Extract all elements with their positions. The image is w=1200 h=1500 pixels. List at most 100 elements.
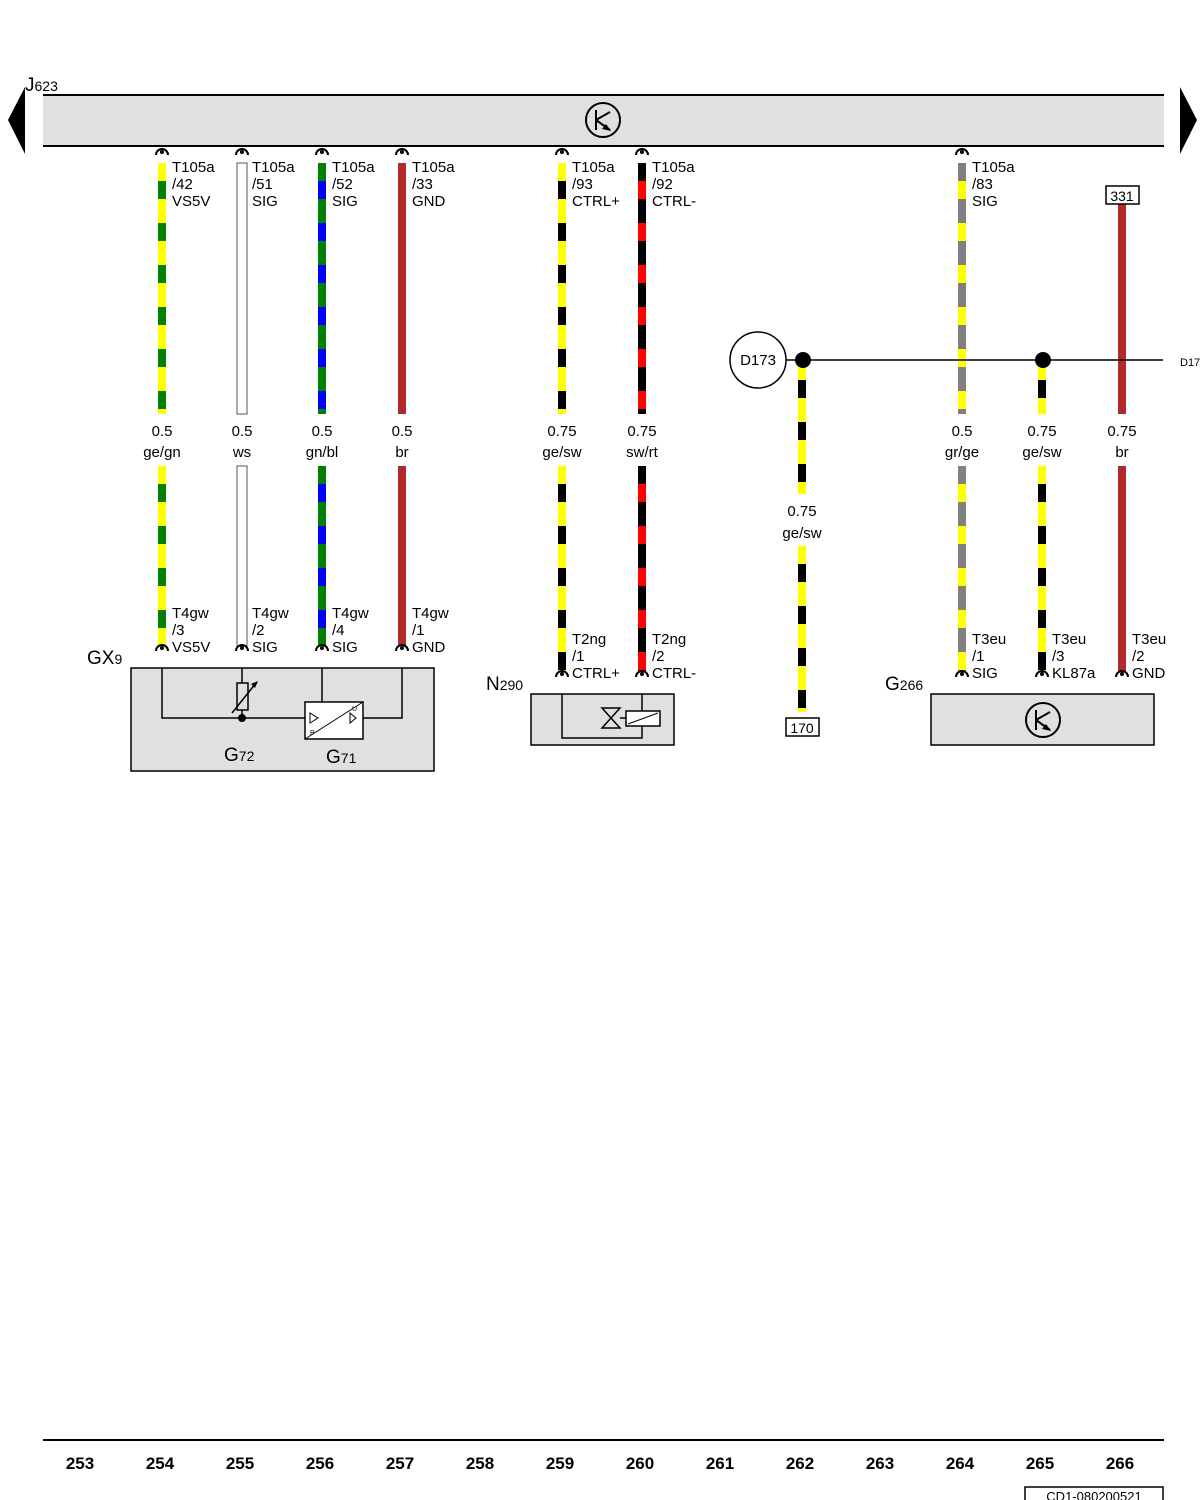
splice-dot	[1035, 352, 1051, 368]
bottom-pin: /4	[332, 622, 345, 639]
top-connector: T105a	[572, 159, 615, 176]
bottom-connector: T4gw	[252, 605, 289, 622]
top-pin: /83	[972, 176, 993, 193]
bottom-pin: /2	[652, 648, 665, 665]
top-pin: /93	[572, 176, 593, 193]
bottom-signal: CTRL+	[572, 665, 620, 682]
wire-gauge: 0.5	[952, 423, 973, 440]
bottom-connector: T4gw	[332, 605, 369, 622]
top-connector: T105a	[172, 159, 215, 176]
wire-gauge: 0.75	[627, 423, 656, 440]
ground-point-continuation-label: D17	[1180, 357, 1200, 369]
column-number: 255	[226, 1454, 254, 1473]
top-signal: VS5V	[172, 193, 210, 210]
pressure-sensor-icon: U P	[304, 701, 364, 740]
svg-text:331: 331	[1110, 188, 1134, 204]
top-pin: /52	[332, 176, 353, 193]
ground-point-label: D173	[740, 352, 776, 369]
bottom-pin: /2	[252, 622, 265, 639]
g266-label: G266	[885, 674, 923, 695]
svg-text:170: 170	[790, 720, 814, 736]
wire-gauge: 0.75	[1027, 423, 1056, 440]
wire-262: 0.75 ge/sw	[782, 362, 822, 712]
column-number: 259	[546, 1454, 574, 1473]
ground-point-d173: D173 D17	[729, 331, 1200, 389]
wire-gauge: 0.75	[1107, 423, 1136, 440]
top-pin: /92	[652, 176, 673, 193]
bottom-connector: T3eu	[1052, 631, 1086, 648]
top-connector: T105a	[652, 159, 695, 176]
transistor-icon	[585, 102, 621, 138]
ecu-j623: J623	[8, 75, 1197, 154]
bottom-signal: GND	[412, 639, 446, 656]
top-pin: /51	[252, 176, 273, 193]
bottom-signal: SIG	[972, 665, 998, 682]
bottom-connector: T3eu	[972, 631, 1006, 648]
component-n290: N290	[486, 674, 675, 746]
svg-text:U: U	[352, 706, 357, 713]
column-number: 262	[786, 1454, 814, 1473]
reference-box-170: 170	[785, 717, 820, 737]
bottom-pin: /1	[972, 648, 985, 665]
column-number: 263	[866, 1454, 894, 1473]
bottom-pin: /3	[172, 622, 185, 639]
top-signal: CTRL+	[572, 193, 620, 210]
bottom-connector: T3eu	[1132, 631, 1166, 648]
transistor-icon	[1025, 702, 1061, 738]
component-g266: G266	[885, 674, 1155, 746]
bottom-pin: /1	[572, 648, 585, 665]
bottom-signal: VS5V	[172, 639, 210, 656]
n290-label: N290	[486, 674, 523, 695]
continuation-arrow-right-icon	[1180, 87, 1197, 154]
top-signal: CTRL-	[652, 193, 696, 210]
top-signal: GND	[412, 193, 446, 210]
splice-dot	[795, 352, 811, 368]
wire-gauge: 0.5	[312, 423, 333, 440]
top-pin: /33	[412, 176, 433, 193]
gx9-label: GX9	[87, 648, 122, 669]
bottom-pin: /1	[412, 622, 425, 639]
bottom-pin: /2	[1132, 648, 1145, 665]
wire-color: ge/sw	[1022, 444, 1061, 461]
wire-color: gn/bl	[306, 444, 339, 461]
bottom-connector: T2ng	[572, 631, 606, 648]
wire-gauge: 0.5	[232, 423, 253, 440]
j623-label: J623	[25, 75, 58, 96]
wire-color: gr/ge	[945, 444, 979, 461]
bottom-connector: T4gw	[412, 605, 449, 622]
column-number: 258	[466, 1454, 494, 1473]
solenoid-valve-icon	[600, 707, 661, 729]
wire-color: ge/gn	[143, 444, 181, 461]
reference-box-331: 331	[1105, 185, 1140, 205]
bottom-signal: GND	[1132, 665, 1166, 682]
drawing-code: CD1-080200521	[1024, 1486, 1164, 1500]
g72-label: G72	[224, 745, 255, 766]
bottom-signal: SIG	[332, 639, 358, 656]
wire-gauge: 0.5	[392, 423, 413, 440]
column-number: 254	[146, 1454, 175, 1473]
top-signal: SIG	[252, 193, 278, 210]
top-signal: SIG	[332, 193, 358, 210]
wire-color: br	[1115, 444, 1128, 461]
top-connector: T105a	[332, 159, 375, 176]
column-number: 264	[946, 1454, 975, 1473]
top-pin: /42	[172, 176, 193, 193]
column-number: 256	[306, 1454, 334, 1473]
column-number: 257	[386, 1454, 414, 1473]
svg-text:P: P	[310, 730, 315, 737]
wire-color: ge/sw	[782, 525, 821, 542]
bottom-signal: SIG	[252, 639, 278, 656]
column-number: 261	[706, 1454, 734, 1473]
wires: 0.5ge/gnT105a/42VS5VT4gw/3VS5V0.5wsT105a…	[143, 148, 1166, 712]
wire-gauge: 0.75	[787, 503, 816, 520]
top-connector: T105a	[972, 159, 1015, 176]
